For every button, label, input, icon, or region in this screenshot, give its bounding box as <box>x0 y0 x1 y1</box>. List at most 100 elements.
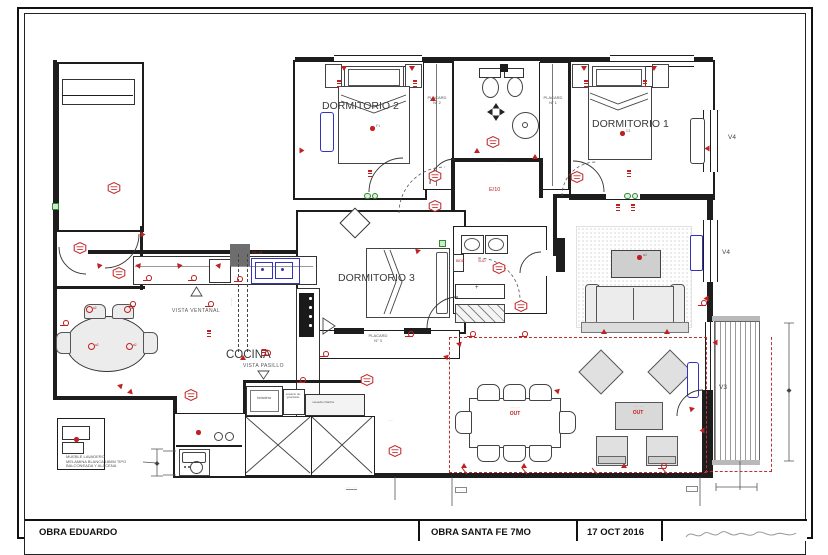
radiator <box>690 235 703 271</box>
drawing-element <box>367 191 403 198</box>
closet-placard-2 <box>423 62 453 190</box>
dashed-zone <box>449 337 707 473</box>
dim-label: ···· ·· ··· <box>346 485 357 491</box>
note-duct-vertical: ······· <box>230 297 234 306</box>
wall-segment <box>62 95 133 96</box>
dim-label-box: ··· ·· <box>686 486 698 493</box>
oven-knob <box>309 297 312 300</box>
signature-scribble <box>685 531 797 538</box>
nightstand <box>405 64 422 88</box>
pillow <box>596 69 642 86</box>
wall-segment <box>553 194 557 256</box>
out-micro-note: ·· ···· ···· ·· ···· <box>632 404 644 412</box>
wall-left-upper <box>53 60 57 230</box>
counter-bacha <box>305 394 365 416</box>
drawing-element <box>709 110 711 172</box>
washer-door <box>190 461 203 474</box>
chair <box>529 384 552 401</box>
title-date: 17 OCT 2016 <box>587 527 645 538</box>
door-leaf <box>690 118 705 164</box>
bath2-bowl <box>464 238 480 251</box>
label-v4-dorm1: V4 <box>728 134 736 141</box>
chair <box>455 411 472 434</box>
drawing-element <box>334 60 422 62</box>
drawing-element <box>606 193 640 199</box>
wall-stub <box>140 226 143 260</box>
label-vista-pasillo: VISTA PASILLO <box>243 363 284 369</box>
label-pluz: P/LUZ <box>252 251 263 255</box>
xbox-storage <box>311 416 375 476</box>
wall-pier <box>702 390 713 476</box>
label-vista-ventanal: VISTA VENTANAL <box>172 308 221 314</box>
nightstand <box>572 64 589 88</box>
placard-door-track <box>334 328 364 334</box>
wall-segment <box>176 445 242 447</box>
label-bide: BIDE <box>456 259 465 263</box>
chair <box>559 411 576 434</box>
drawing-element <box>709 220 711 282</box>
wall-segment <box>539 162 543 198</box>
oven-knob <box>309 324 312 327</box>
shower-drain <box>522 122 528 128</box>
laundry-tap <box>225 432 234 441</box>
pillow <box>436 252 448 314</box>
sink-basin <box>275 262 293 279</box>
duct-dashed <box>238 254 248 352</box>
bath2-bowl <box>488 238 504 251</box>
column <box>230 244 250 266</box>
title-site: OBRA SANTA FE 7MO <box>431 527 531 538</box>
drawing-element <box>710 322 712 392</box>
nightstand <box>652 64 669 88</box>
oven-knob <box>309 315 312 318</box>
room-label-dormitorio1: DORMITORIO 1 <box>592 118 669 130</box>
washer-knob <box>184 466 186 468</box>
out-label: OUT <box>632 410 644 417</box>
room-label-dormitorio3: DORMITORIO 3 <box>338 272 415 284</box>
label-v4-living: V4 <box>722 249 730 256</box>
dim-label-box: ··· ·· <box>455 487 467 494</box>
fridge-inner <box>250 390 279 412</box>
dining-table <box>469 398 561 448</box>
chair <box>56 332 71 354</box>
sideboard <box>615 402 663 430</box>
bidet <box>482 77 499 98</box>
wall-nook-bottom <box>53 396 177 400</box>
label-placard3: PLACARD N° 3 <box>368 333 388 343</box>
bed <box>338 86 410 164</box>
title-divider <box>661 521 663 541</box>
out-label: OUT <box>509 411 521 418</box>
hall-closet <box>62 79 135 105</box>
title-divider <box>576 521 578 541</box>
pillow <box>348 69 400 86</box>
out-annotation-sideboard: ·· ···· ···· ·· ···· OUT <box>618 404 658 417</box>
oven-knob <box>309 306 312 309</box>
label-v3: V3 <box>719 384 727 391</box>
title-divider <box>418 521 420 541</box>
sofa-cushion-line <box>633 288 634 320</box>
cabinet-plus: + <box>475 285 479 291</box>
wall-segment <box>436 64 437 186</box>
oven-tower <box>299 293 314 337</box>
wall-left-mid <box>53 226 57 400</box>
wall-segment <box>552 64 553 186</box>
shelf-hatched <box>455 304 505 323</box>
sink-drain <box>281 268 284 271</box>
chair <box>112 304 134 319</box>
toilet <box>507 77 523 97</box>
drawing-element <box>541 250 547 276</box>
kitchen-sink <box>251 258 300 284</box>
closet-placard-1 <box>539 62 569 190</box>
wall-vestibule <box>57 286 145 289</box>
room-label-cocina: COCINA <box>226 349 271 361</box>
laundry-tap <box>214 432 223 441</box>
wall-segment <box>451 158 543 162</box>
service-fixture <box>62 442 84 454</box>
bath2-cabinet <box>455 284 505 299</box>
note-canasto: ····· <box>388 418 393 422</box>
drawing-element <box>685 531 797 538</box>
washer-knob <box>188 466 190 468</box>
note-laundry: MUEBLE LAVADERO MELAMINA BLANCA 18MM TIP… <box>66 454 127 469</box>
wall-kitchen-back <box>88 250 300 254</box>
label-espacio: espacio de guardado <box>285 392 301 400</box>
out-annotation-table: ·· ···· ···· ·· ···· OUT <box>488 405 542 418</box>
